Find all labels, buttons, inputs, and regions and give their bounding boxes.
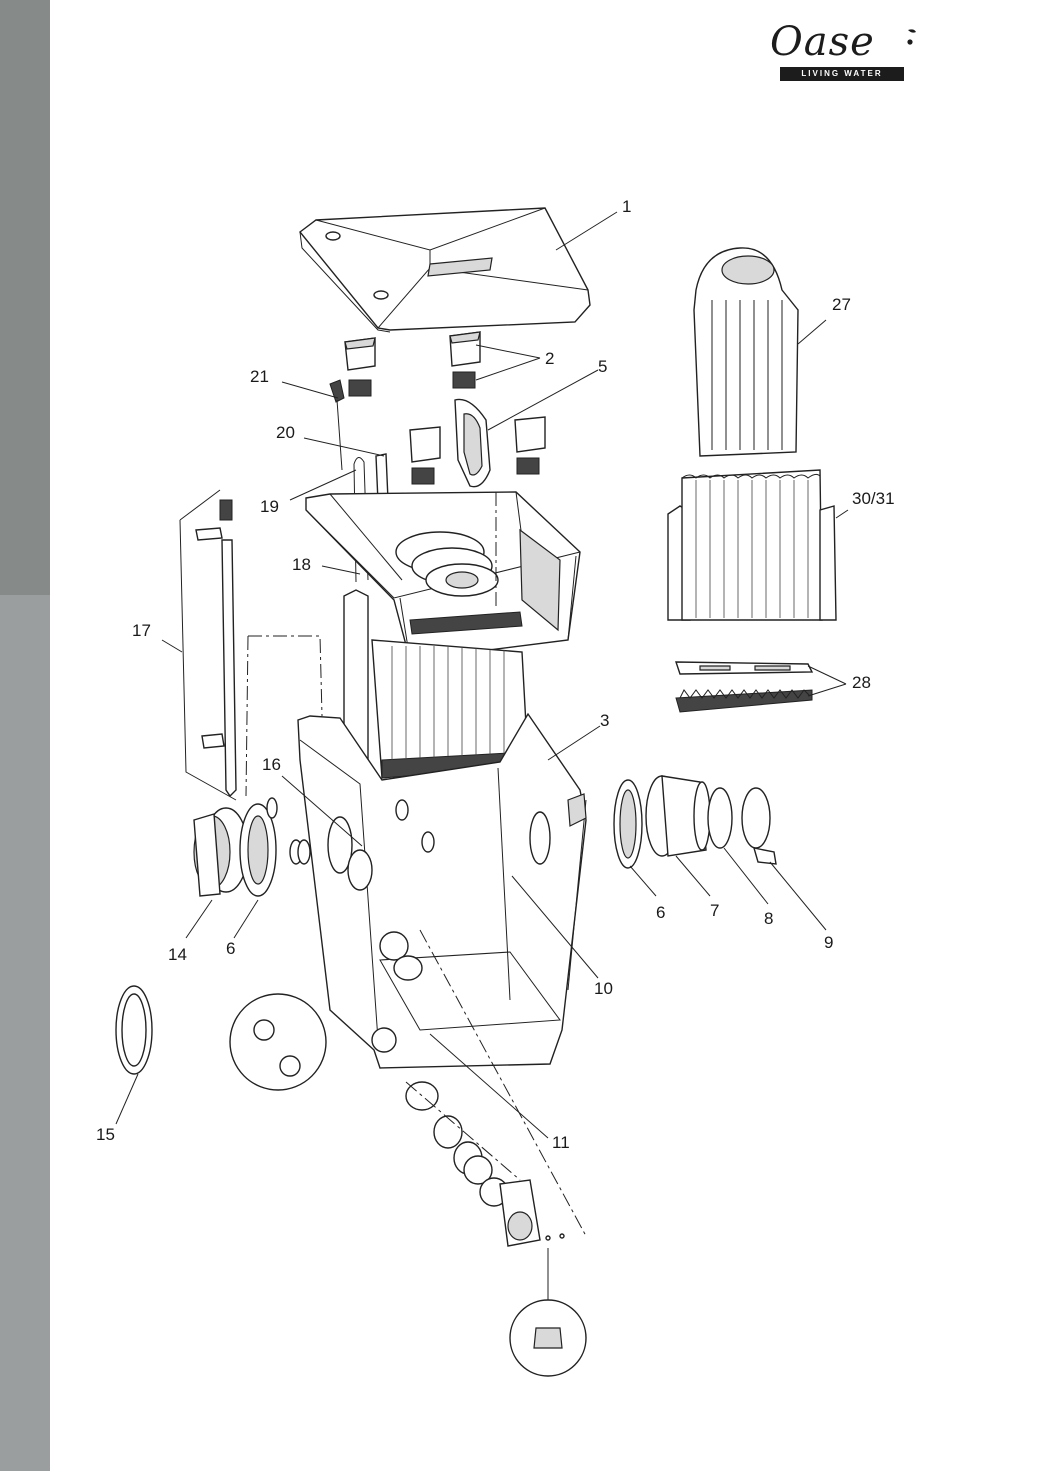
callout-11: 11: [552, 1133, 570, 1152]
side-band-dark: [0, 0, 50, 595]
brand-name: Oase: [770, 19, 875, 65]
callout-10: 10: [594, 979, 613, 998]
callout-3: 3: [600, 711, 609, 730]
part-handle: [454, 398, 491, 488]
callout-9: 9: [824, 933, 833, 952]
part-combs: [675, 661, 814, 713]
brand-logo: Oase LIVING WATER: [770, 18, 920, 84]
callout-5: 5: [598, 357, 607, 376]
callout-1: 1: [622, 197, 631, 216]
callout-27: 27: [832, 295, 851, 314]
part-housing: [297, 712, 587, 1069]
callout-14: 14: [168, 945, 187, 964]
part-left-fittings: [193, 797, 311, 897]
part-drain-valve: [229, 993, 587, 1377]
callout-19: 19: [260, 497, 279, 516]
callout-7: 7: [710, 901, 719, 920]
assembly-guide-lines: [245, 492, 587, 1237]
callout-6-left: 6: [226, 939, 235, 958]
callout-2: 2: [545, 349, 554, 368]
part-basket: [305, 491, 581, 661]
callout-18: 18: [292, 555, 311, 574]
part-filter-foam-installed: [343, 589, 529, 779]
callout-17: 17: [132, 621, 151, 640]
part-clips: [344, 331, 546, 485]
part-filter-foam: [667, 469, 837, 621]
callout-20: 20: [276, 423, 295, 442]
side-band-light: [0, 595, 50, 1471]
callout-6-right: 6: [656, 903, 665, 922]
brand-tagline: LIVING WATER: [780, 67, 904, 81]
callout-30-31: 30/31: [852, 489, 895, 508]
callout-21: 21: [250, 367, 269, 386]
leader-lines: [115, 211, 849, 1300]
callout-16: 16: [262, 755, 281, 774]
part-basket-insert: [693, 247, 799, 457]
callout-8: 8: [764, 909, 773, 928]
part-right-fittings: [613, 775, 777, 869]
part-ring: [115, 985, 153, 1075]
callout-labels: 1 2 5 21 20 19 18 17 16 14 6 15 3 6 7 8 …: [96, 197, 895, 1152]
callout-28: 28: [852, 673, 871, 692]
part-hose: [179, 489, 237, 801]
callout-15: 15: [96, 1125, 115, 1144]
part-lid: [298, 207, 591, 333]
logo-drops-icon: [907, 29, 916, 45]
